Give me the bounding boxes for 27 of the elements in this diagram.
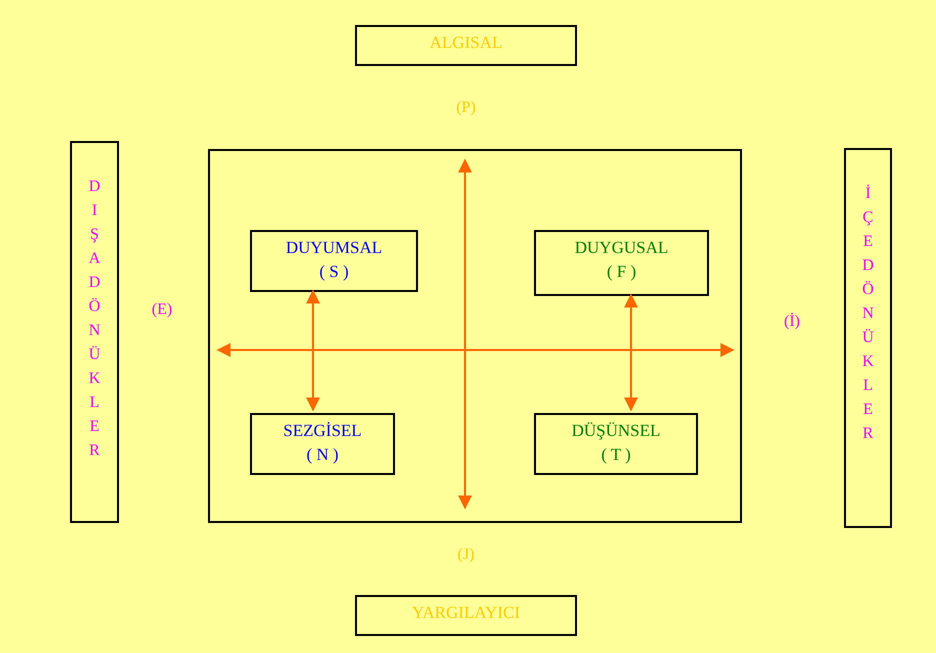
box-title: ALGISAL [430, 32, 502, 54]
label-box [355, 25, 577, 66]
label-box [250, 413, 395, 475]
axis-letter-label: (J) [458, 545, 474, 565]
label-box [534, 230, 709, 296]
box-title: YARGILAYICI [412, 602, 520, 624]
label-box [534, 413, 698, 475]
label-box [355, 595, 577, 636]
box-letter: ( F ) [606, 261, 636, 283]
double-arrow [306, 290, 320, 412]
frame-box [208, 149, 742, 523]
box-title: DUYGUSAL [574, 237, 668, 259]
axis-letter-label: (P) [456, 98, 476, 118]
axis-letter-label: (E) [152, 300, 172, 320]
axis-letter-label: (İ) [784, 312, 800, 332]
box-title: DUYUMSAL [286, 237, 382, 259]
vertical-label-box [844, 148, 892, 528]
vertical-label-box [70, 141, 119, 523]
vertical-text: DIŞADÖNÜKLER [88, 177, 101, 461]
box-letter: ( N ) [306, 444, 339, 466]
box-letter: ( S ) [319, 261, 349, 283]
label-box [250, 230, 418, 292]
box-title: DÜŞÜNSEL [572, 420, 660, 442]
double-arrow [624, 294, 638, 412]
vertical-text: İÇEDÖNÜKLER [862, 184, 874, 444]
box-title: SEZGİSEL [283, 420, 362, 442]
box-letter: ( T ) [601, 444, 631, 466]
